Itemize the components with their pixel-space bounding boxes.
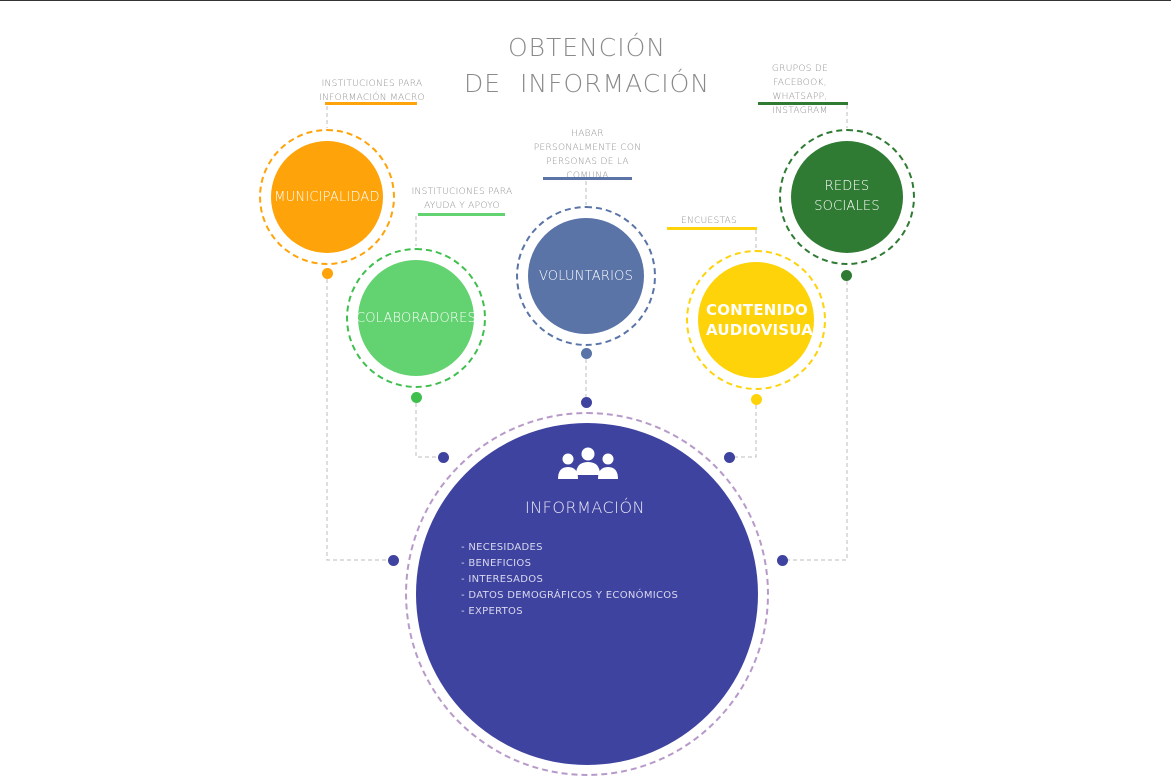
underline-redes: [758, 102, 848, 105]
note-redes: GRUPOS DE FACEBOOK, WHATSAPP, INSTAGRAM: [771, 64, 829, 116]
title-line-1: OBTENCIÓN: [507, 33, 667, 62]
label-redes: REDES SOCIALES: [814, 179, 880, 214]
label-contenido: CONTENIDO AUDIOVISUAL: [706, 301, 823, 339]
underline-contenido: [667, 227, 757, 230]
ring-municipalidad: [259, 129, 395, 265]
connector-lines: [326, 105, 848, 561]
note-voluntarios: HABAR PERSONALMENTE CON PERSONAS DE LA C…: [533, 129, 642, 181]
page-title: OBTENCIÓN DE INFORMACIÓN: [440, 30, 734, 102]
ring-voluntarios: [516, 206, 656, 346]
dot-link-municipalidad: [388, 555, 399, 566]
dot-link-contenido: [724, 452, 735, 463]
list-item: INTERESADOS: [461, 572, 678, 588]
dot-redes: [841, 270, 852, 281]
list-item: DATOS DEMOGRÁFICOS Y ECONÓMICOS: [461, 588, 678, 604]
dot-voluntarios-link: [581, 397, 592, 408]
ring-contenido: [686, 250, 826, 390]
underline-colaboradores: [418, 213, 505, 216]
ring-colaboradores: [346, 248, 486, 388]
list-item: BENEFICIOS: [461, 556, 678, 572]
label-voluntarios: VOLUNTARIOS: [538, 268, 634, 284]
underline-voluntarios: [543, 177, 632, 180]
dot-voluntarios: [581, 348, 592, 359]
note-colaboradores: INSTITUCIONES PARA AYUDA Y APOYO: [411, 187, 513, 211]
dot-contenido: [751, 394, 762, 405]
dot-link-redes: [777, 555, 788, 566]
dot-link-colaboradores: [438, 452, 449, 463]
informacion-title: INFORMACIÓN: [524, 498, 646, 517]
list-item: EXPERTOS: [461, 604, 678, 620]
top-border: [0, 0, 1171, 1]
dot-colaboradores: [411, 392, 422, 403]
people-group-icon: [558, 447, 618, 479]
title-line-2: DE INFORMACIÓN: [464, 69, 710, 98]
label-municipalidad: MUNICIPALIDAD: [274, 189, 380, 205]
label-colaboradores: COLABORADORES: [356, 310, 476, 326]
node-contenido: CONTENIDO AUDIOVISUAL: [698, 262, 823, 378]
dot-municipalidad: [322, 268, 333, 279]
note-municipalidad: INSTITUCIONES PARA INFORMACIÓN MACRO: [319, 79, 425, 103]
ring-redes: [779, 129, 915, 265]
list-item: NECESIDADES: [461, 540, 678, 556]
node-colaboradores: COLABORADORES: [356, 260, 476, 376]
node-municipalidad: MUNICIPALIDAD: [271, 141, 383, 253]
node-voluntarios: VOLUNTARIOS: [528, 218, 644, 334]
note-contenido: ENCUESTAS: [680, 216, 738, 226]
underline-municipalidad: [325, 102, 417, 105]
informacion-list: NECESIDADES BENEFICIOS INTERESADOS DATOS…: [461, 540, 678, 620]
node-redes: REDES SOCIALES: [791, 141, 903, 253]
